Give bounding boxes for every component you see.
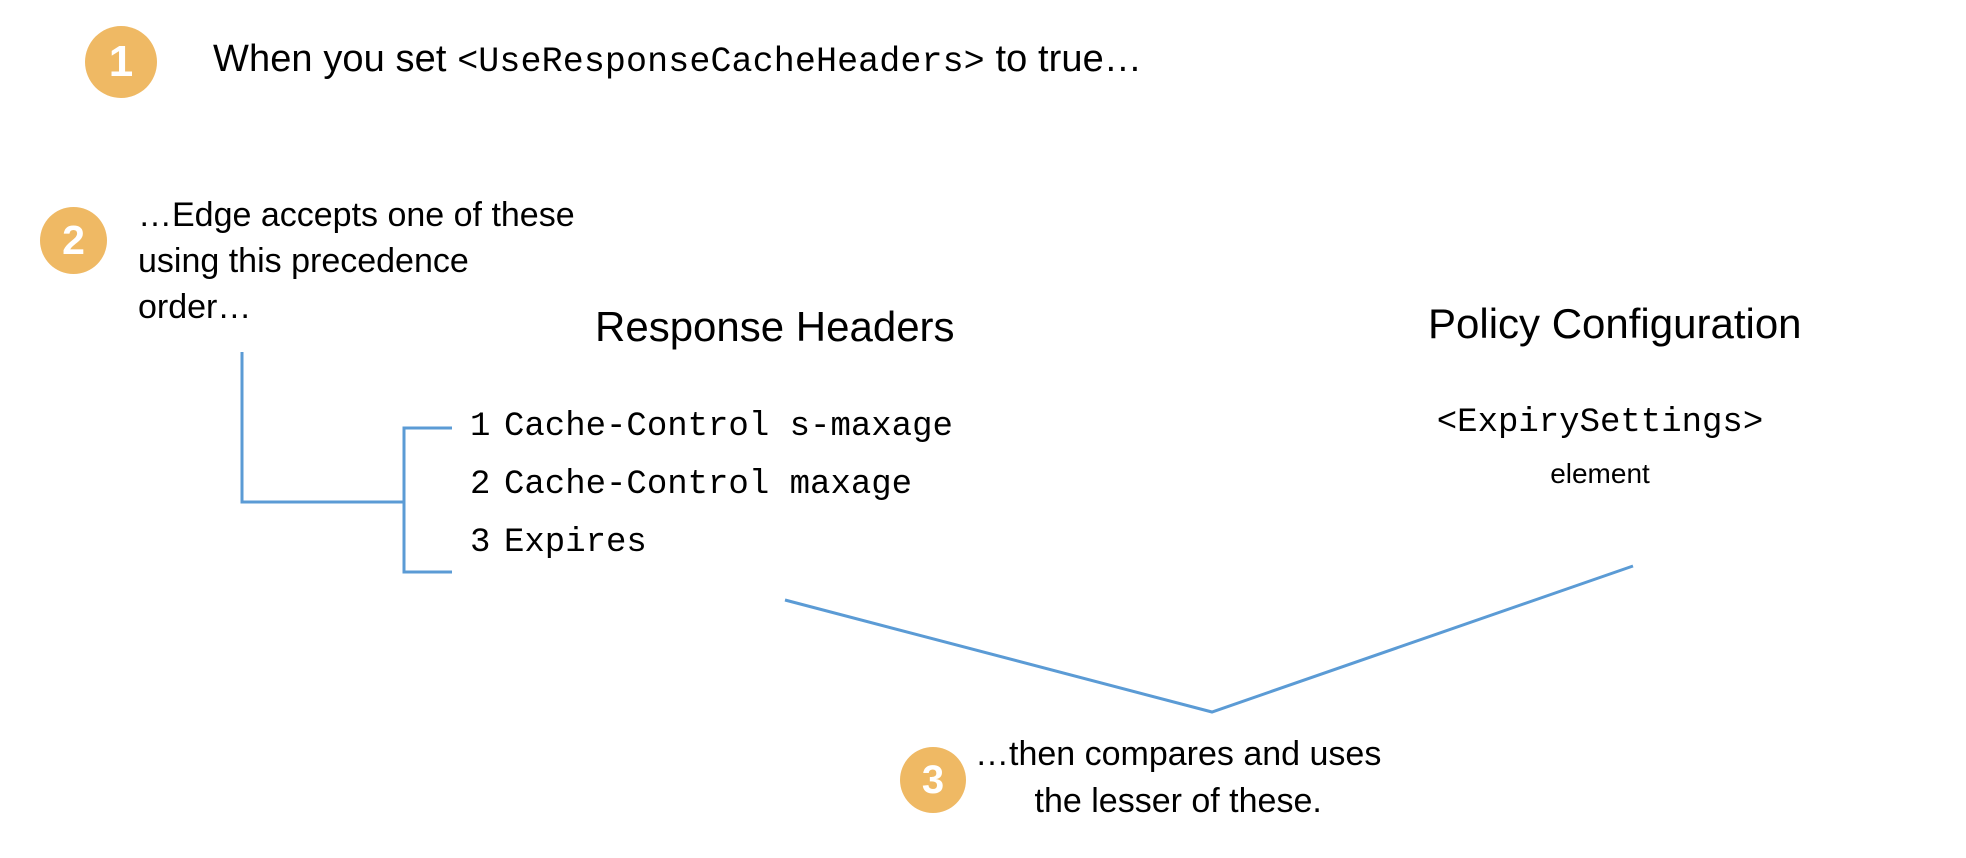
step-1-badge: 1 <box>85 26 157 98</box>
step2-elbow-connector <box>240 352 404 504</box>
list-item-rank: 3 <box>470 524 491 562</box>
list-item-label: Cache-Control maxage <box>504 466 913 504</box>
list-item-label: Cache-Control s-maxage <box>504 408 953 446</box>
step-2-number: 2 <box>62 217 85 263</box>
response-headers-heading: Response Headers <box>595 303 955 350</box>
list-item-rank: 2 <box>470 466 491 504</box>
list-item-rank: 1 <box>470 408 491 446</box>
header-list-bracket <box>402 426 452 574</box>
policy-configuration-body: <ExpirySettings> element <box>1400 404 1800 490</box>
policy-element-word: element <box>1550 458 1650 489</box>
policy-element-tag: <ExpirySettings> <box>1436 404 1764 442</box>
step-1-caption: When you set <UseResponseCacheHeaders> t… <box>213 38 1142 82</box>
step-3-badge: 3 <box>900 747 966 813</box>
policy-configuration-heading: Policy Configuration <box>1428 300 1802 347</box>
list-item: 1 Cache-Control s-maxage <box>470 408 953 466</box>
step-2-badge: 2 <box>40 207 107 274</box>
comparison-v-connector <box>784 564 1634 714</box>
step-3-caption: …then compares and uses the lesser of th… <box>975 735 1382 820</box>
list-item: 2 Cache-Control maxage <box>470 466 953 524</box>
step-1-caption-suffix: to true… <box>984 38 1142 80</box>
step-2-caption: …Edge accepts one of these using this pr… <box>138 196 575 326</box>
list-item: 3 Expires <box>470 524 953 582</box>
step-1-caption-code: <UseResponseCacheHeaders> <box>457 42 985 82</box>
step-1-caption-prefix: When you set <box>213 38 458 80</box>
step-3-number: 3 <box>921 758 945 802</box>
response-headers-list: 1 Cache-Control s-maxage 2 Cache-Control… <box>470 408 953 582</box>
list-item-label: Expires <box>504 524 647 562</box>
step-1-number: 1 <box>108 37 134 86</box>
